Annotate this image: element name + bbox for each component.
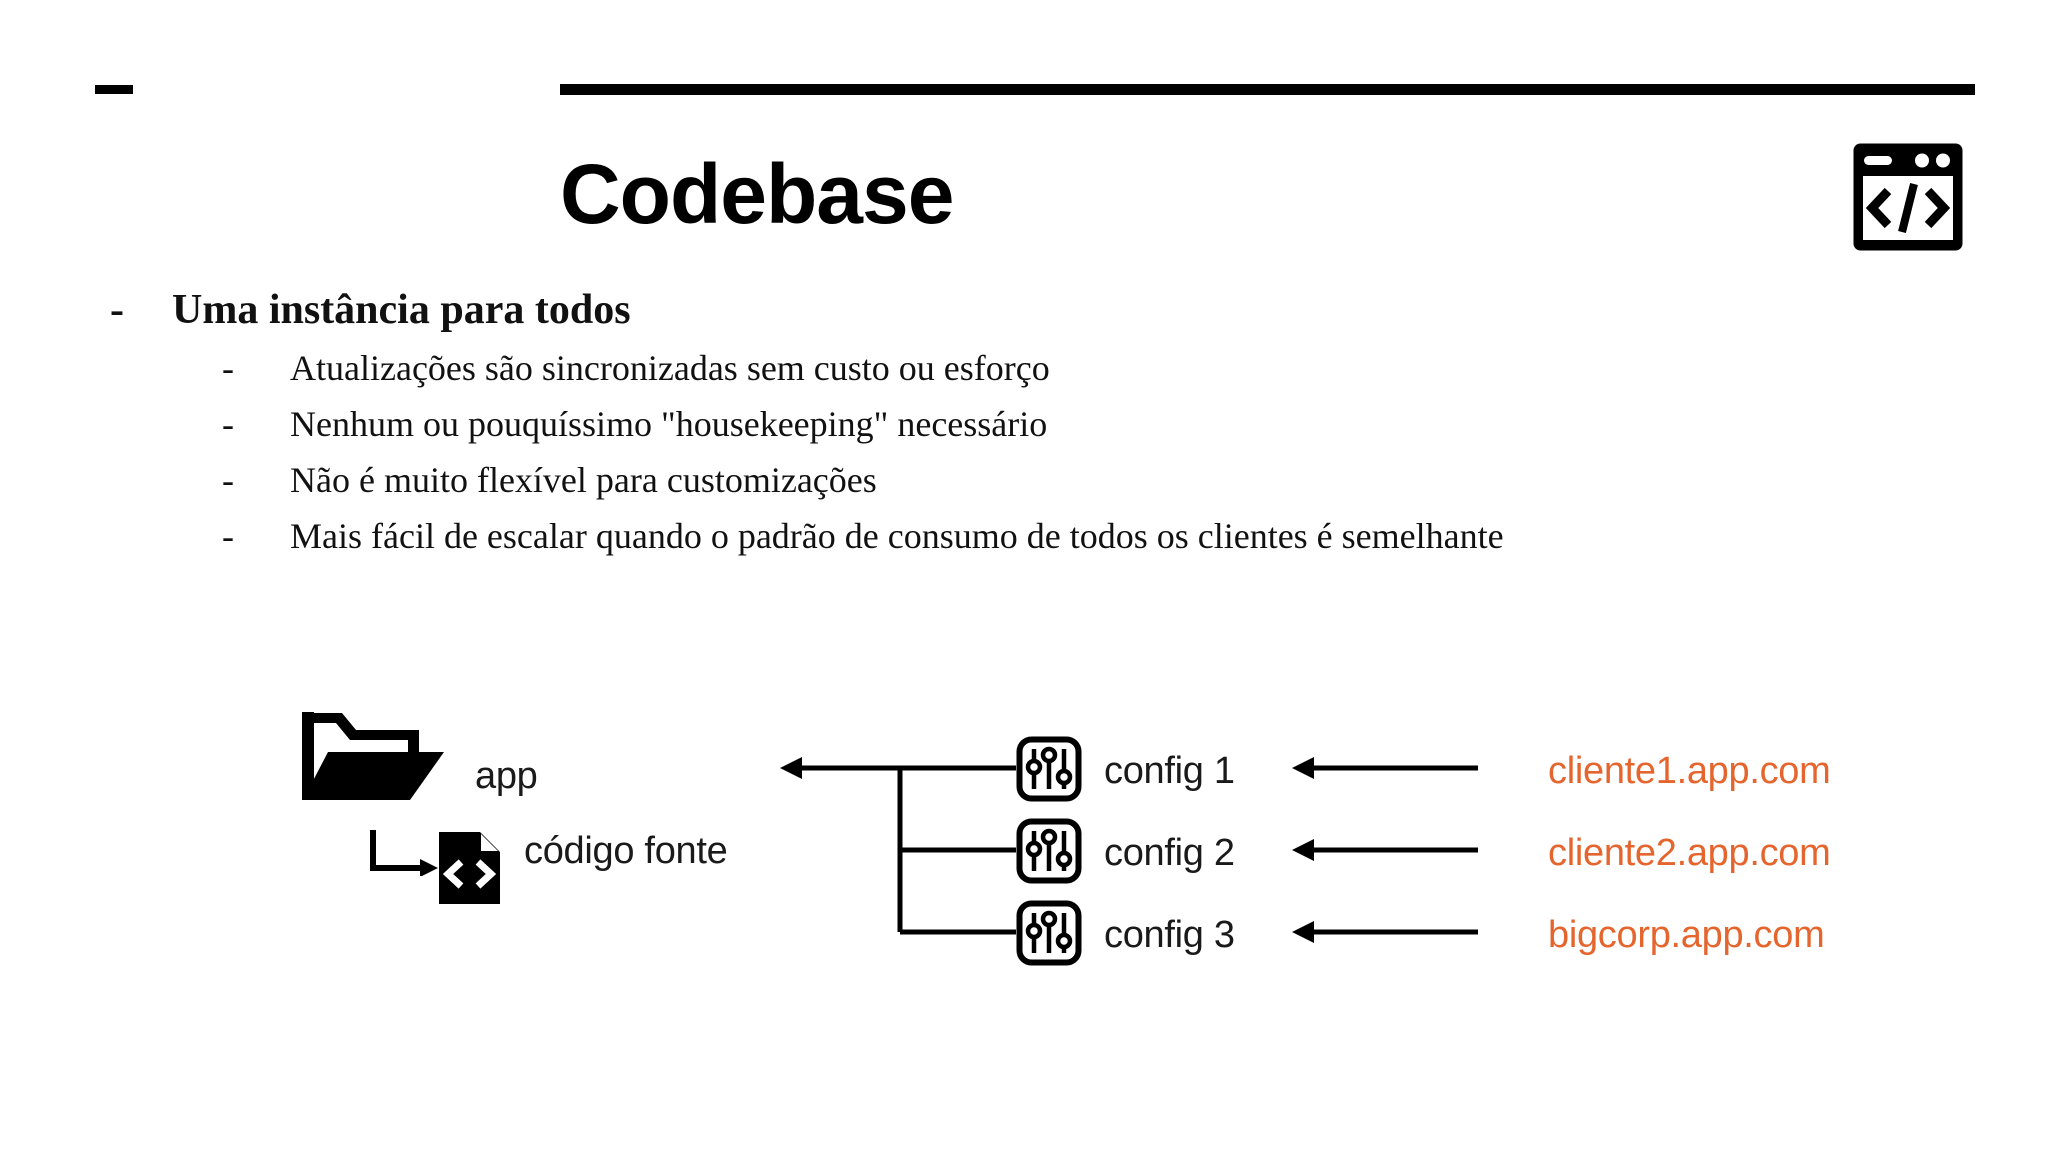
sliders-icon — [1016, 900, 1082, 966]
app-label: app — [475, 755, 538, 797]
client-domain-label: bigcorp.app.com — [1548, 914, 1825, 956]
code-window-icon — [1852, 142, 1964, 252]
bullet-level2-text: Atualizações são sincronizadas sem custo… — [290, 348, 1050, 388]
open-folder-icon — [298, 708, 448, 804]
bullet-dash: - — [222, 404, 234, 444]
client-domain-label: cliente2.app.com — [1548, 832, 1831, 874]
header-rule — [560, 84, 1975, 95]
bullet-dash: - — [222, 348, 234, 388]
client-domain-label: cliente1.app.com — [1548, 750, 1831, 792]
list-item: - Não é muito flexível para customizaçõe… — [222, 462, 1504, 518]
config-label: config 3 — [1104, 914, 1235, 956]
list-item: - Atualizações são sincronizadas sem cus… — [222, 350, 1504, 406]
config-label: config 2 — [1104, 832, 1235, 874]
bullet-level1-text: Uma instância para todos — [172, 287, 631, 333]
bullet-dash: - — [222, 460, 234, 500]
bullet-dash: - — [222, 516, 234, 556]
bullet-level2-text: Mais fácil de escalar quando o padrão de… — [290, 516, 1504, 556]
bullet-level1: - Uma instância para todos — [110, 286, 631, 334]
bullet-level2-list: - Atualizações são sincronizadas sem cus… — [222, 350, 1504, 574]
branch-arrow-icon — [362, 828, 442, 877]
page-title: Codebase — [560, 147, 954, 241]
config-label: config 1 — [1104, 750, 1235, 792]
list-item: - Mais fácil de escalar quando o padrão … — [222, 518, 1504, 574]
list-item: - Nenhum ou pouquíssimo "housekeeping" n… — [222, 406, 1504, 462]
bullet-level2-text: Não é muito flexível para customizações — [290, 460, 877, 500]
sliders-icon — [1016, 818, 1082, 884]
bullet-level2-text: Nenhum ou pouquíssimo "housekeeping" nec… — [290, 404, 1048, 444]
sliders-icon — [1016, 736, 1082, 802]
code-file-icon — [436, 830, 506, 906]
bullet-dash: - — [110, 287, 124, 333]
source-code-label: código fonte — [524, 830, 728, 872]
header-dash-mark — [95, 85, 133, 94]
